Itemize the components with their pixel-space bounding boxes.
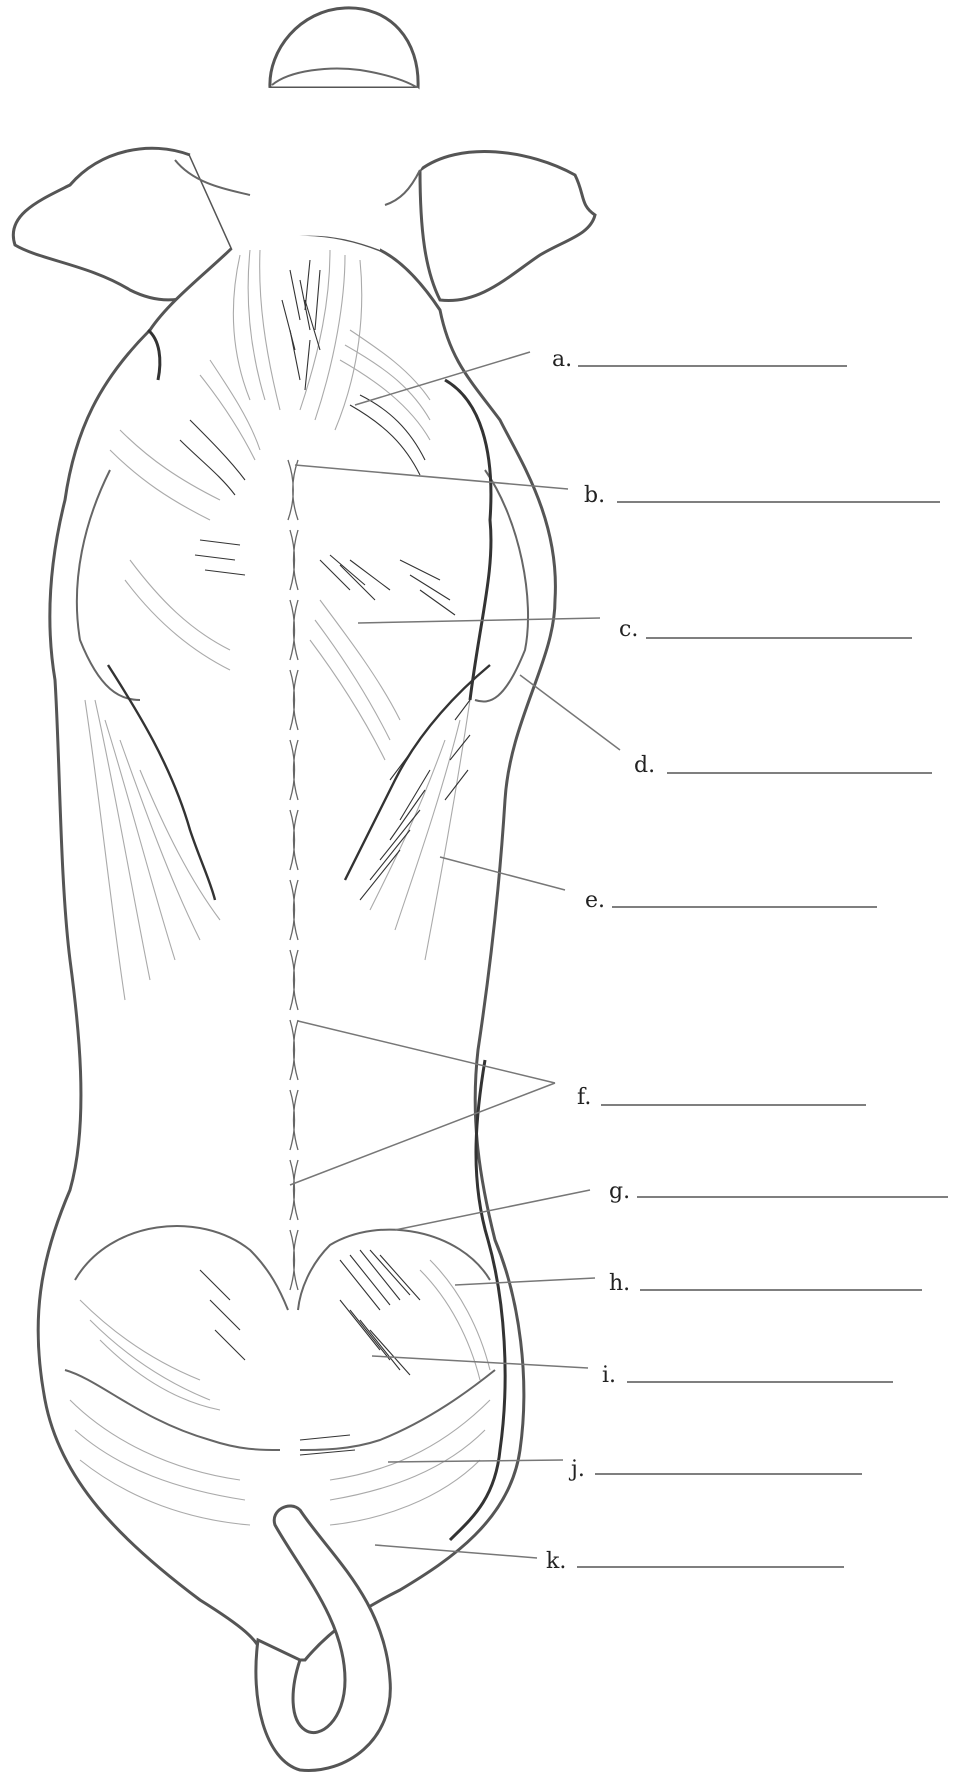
label-f: f. xyxy=(577,1085,866,1110)
label-h: h. xyxy=(609,1271,922,1296)
label-g: g. xyxy=(609,1179,948,1204)
label-e: e. xyxy=(585,888,877,913)
label-letter-a: a. xyxy=(552,347,572,372)
label-j: j. xyxy=(568,1457,862,1482)
label-letter-j: j. xyxy=(568,1457,585,1482)
label-d: d. xyxy=(634,753,932,778)
label-c: c. xyxy=(619,617,912,642)
leader-d xyxy=(520,675,620,750)
label-letter-i: i. xyxy=(602,1363,616,1388)
label-letter-f: f. xyxy=(577,1085,591,1110)
label-letter-e: e. xyxy=(585,888,605,913)
label-a: a. xyxy=(552,347,847,372)
label-letter-g: g. xyxy=(609,1179,630,1204)
label-letter-c: c. xyxy=(619,617,638,642)
label-letter-h: h. xyxy=(609,1271,630,1296)
label-i: i. xyxy=(602,1363,893,1388)
body-outline xyxy=(13,8,595,1771)
label-k: k. xyxy=(546,1549,844,1574)
label-letter-b: b. xyxy=(584,483,605,508)
label-letter-k: k. xyxy=(546,1549,566,1574)
label-b: b. xyxy=(584,483,940,508)
label-letter-d: d. xyxy=(634,753,655,778)
